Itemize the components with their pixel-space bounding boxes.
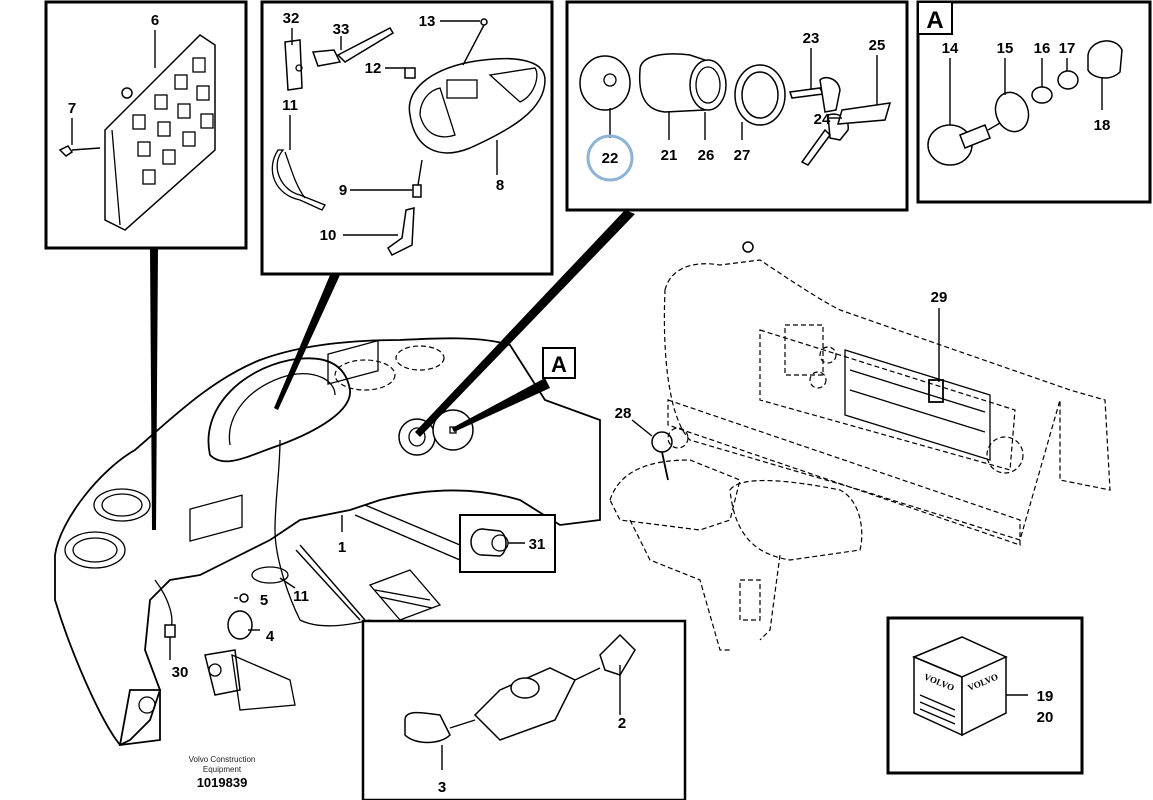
label-28: 28	[615, 405, 632, 422]
label-13: 13	[419, 13, 436, 30]
caption-line-1: Volvo Construction	[189, 755, 256, 764]
label-16: 16	[1034, 40, 1051, 57]
label-15: 15	[997, 40, 1014, 57]
label-9: 9	[339, 182, 347, 199]
label-6: 6	[151, 12, 159, 29]
label-30: 30	[172, 664, 189, 681]
drawing-number: 1019839	[197, 775, 248, 790]
cab-panel-assembly	[609, 241, 1111, 651]
label-24: 24	[814, 111, 831, 128]
label-3: 3	[438, 779, 446, 796]
label-12: 12	[365, 60, 382, 77]
label-11-box: 11	[282, 97, 298, 114]
label-2: 2	[618, 715, 626, 732]
label-17: 17	[1059, 40, 1076, 57]
label-11-main: 11	[293, 588, 309, 605]
detail-box-keypad: 6 7	[44, 0, 248, 250]
detail-box-ignition: 22 21 26 27 23 24 25	[565, 0, 909, 212]
label-5: 5	[260, 592, 268, 609]
label-4: 4	[266, 628, 275, 645]
label-7: 7	[68, 100, 76, 117]
label-31: 31	[529, 536, 546, 553]
dashboard-assembly	[54, 337, 601, 747]
caption-line-2: Equipment	[203, 765, 242, 774]
detail-box-A: A 14 15 16 17 18	[916, 0, 1152, 204]
label-22: 22	[602, 150, 619, 167]
label-23: 23	[803, 30, 820, 47]
main-labels: 1 4 5 11 30	[169, 515, 346, 681]
callout-A: A	[542, 347, 576, 379]
label-10: 10	[320, 227, 337, 244]
label-8: 8	[496, 177, 504, 194]
label-14: 14	[942, 40, 959, 57]
highlight-circle	[586, 134, 634, 182]
callout-letter: A	[551, 352, 567, 377]
label-33: 33	[333, 21, 350, 38]
cab-labels: 28 29	[615, 289, 948, 437]
label-32: 32	[283, 10, 300, 27]
detail-box-connector: 31	[459, 514, 556, 573]
detail-box-stalk-switch: 2 3	[361, 619, 687, 800]
label-19: 19	[1037, 688, 1054, 705]
label-29: 29	[931, 289, 948, 306]
label-20: 20	[1037, 709, 1054, 726]
detail-letter: A	[926, 7, 943, 34]
label-1: 1	[338, 539, 346, 556]
label-26: 26	[698, 147, 715, 164]
label-27: 27	[734, 147, 751, 164]
detail-box-kit: VOLVO VOLVO 19 20	[886, 616, 1084, 775]
detail-box-instrument-cluster: 32 33 12 13 8 9 10 11	[260, 0, 554, 276]
detail-pointers	[150, 210, 635, 621]
drawing-caption: Volvo Construction Equipment 1019839	[189, 755, 256, 790]
label-21: 21	[661, 147, 678, 164]
label-18: 18	[1094, 117, 1111, 134]
label-25: 25	[869, 37, 886, 54]
